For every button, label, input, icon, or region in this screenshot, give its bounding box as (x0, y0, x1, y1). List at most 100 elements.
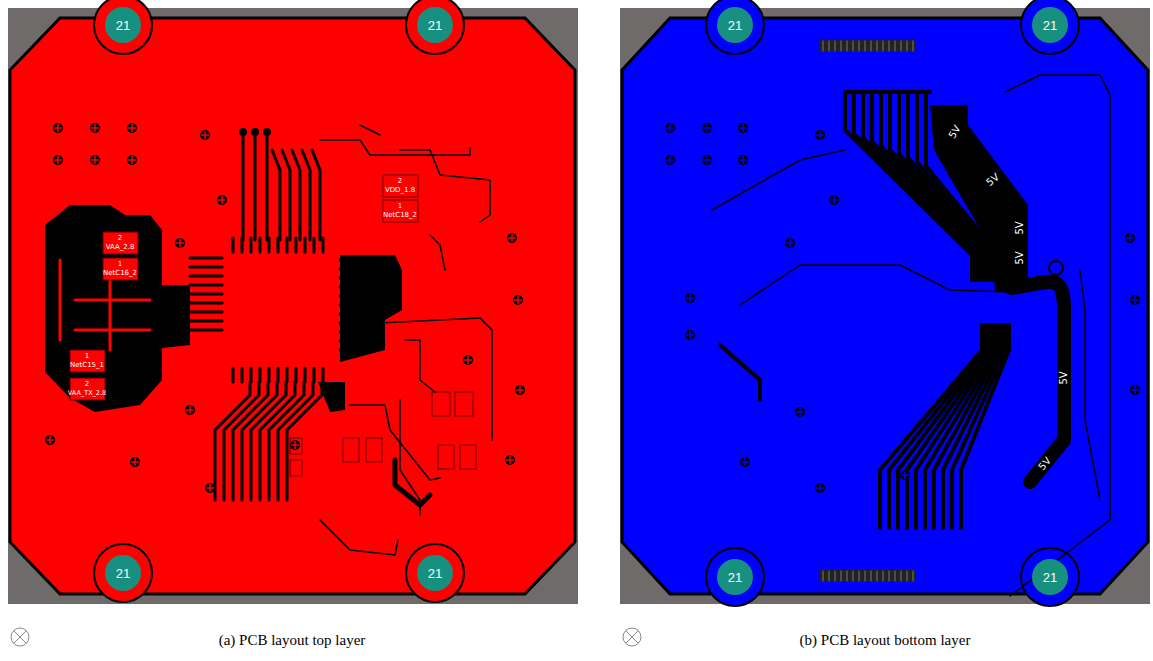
trace (847, 571, 848, 581)
via (686, 294, 694, 302)
via (291, 441, 299, 449)
via (796, 408, 804, 416)
via (686, 331, 694, 339)
via (263, 128, 271, 136)
via (505, 455, 515, 465)
copper-pour (45, 205, 190, 412)
trace (241, 368, 244, 382)
smd-pad (366, 438, 382, 462)
trace (829, 41, 830, 51)
pad-label: 1 (85, 353, 89, 360)
trace (190, 329, 222, 332)
via (740, 457, 750, 467)
trace (190, 284, 222, 287)
mounting-hole: 21 (105, 555, 141, 591)
via (685, 293, 695, 303)
hole-number: 21 (116, 18, 130, 33)
via (739, 124, 747, 132)
trace (907, 41, 908, 51)
via (506, 456, 514, 464)
smd-pad (290, 438, 302, 454)
via (507, 233, 517, 243)
trace (889, 571, 890, 581)
trace (853, 41, 854, 51)
smd-pad (290, 460, 302, 476)
via (53, 123, 63, 133)
trace (190, 266, 222, 269)
mounting-hole-ring (406, 0, 464, 54)
board-bottom-layer (622, 18, 1148, 594)
trace (916, 325, 994, 528)
trace (901, 571, 902, 581)
trace (268, 368, 271, 382)
trace (712, 150, 845, 210)
trace (190, 293, 222, 296)
via (53, 155, 63, 165)
trace (250, 238, 253, 252)
trace (320, 140, 470, 155)
caption: (b) PCB layout bottom layer (800, 633, 971, 648)
trace (841, 41, 842, 51)
via (829, 195, 839, 205)
trace (14, 631, 26, 643)
trace (232, 238, 235, 252)
via (1125, 233, 1135, 243)
mounting-hole: 21 (717, 7, 753, 43)
smd-pad (383, 200, 418, 222)
trace (254, 132, 257, 240)
via (90, 123, 100, 133)
mounting-hole-ring (1021, 0, 1079, 54)
trace (272, 150, 280, 240)
via (218, 196, 226, 204)
via (90, 155, 100, 165)
smd-pad (432, 392, 450, 416)
via (1049, 261, 1063, 275)
trace (871, 571, 872, 581)
trace (295, 238, 298, 252)
mounting-hole: 21 (417, 7, 453, 43)
via (463, 355, 473, 365)
smd-pad (103, 232, 138, 254)
via (815, 483, 825, 493)
trace (883, 41, 884, 51)
trace (302, 150, 310, 240)
hole-number: 21 (116, 566, 130, 581)
smd-pad (438, 445, 454, 469)
net-name: NetC16_2 (103, 270, 137, 277)
trace (250, 368, 253, 382)
via (741, 458, 749, 466)
via (175, 238, 185, 248)
via (201, 131, 209, 139)
via (815, 130, 825, 140)
trace (286, 368, 289, 382)
origin-marker (11, 628, 29, 646)
via (128, 156, 136, 164)
via (251, 128, 259, 136)
trace (295, 368, 298, 382)
via (1131, 296, 1139, 304)
via (703, 156, 711, 164)
via (685, 330, 695, 340)
smd-pad (455, 392, 473, 416)
pad-label: 2 (398, 178, 402, 185)
mounting-hole-ring (406, 544, 464, 602)
trace (259, 368, 262, 382)
via (795, 407, 805, 417)
via (200, 130, 210, 140)
via (901, 471, 909, 479)
hole-number: 21 (428, 566, 442, 581)
via (186, 406, 194, 414)
caption: (a) PCB layout top layer (219, 633, 366, 648)
trace (877, 41, 878, 51)
smd-pad (343, 438, 359, 462)
hole-number: 21 (728, 18, 742, 33)
net-name: 5V (1015, 221, 1025, 234)
via (130, 457, 140, 467)
trace (859, 571, 860, 581)
trace (313, 238, 316, 252)
trace (277, 368, 280, 382)
net-name: VAA_TX_2.8 (68, 390, 106, 397)
mounting-hole: 21 (717, 559, 753, 595)
trace (360, 125, 490, 222)
via (131, 458, 139, 466)
